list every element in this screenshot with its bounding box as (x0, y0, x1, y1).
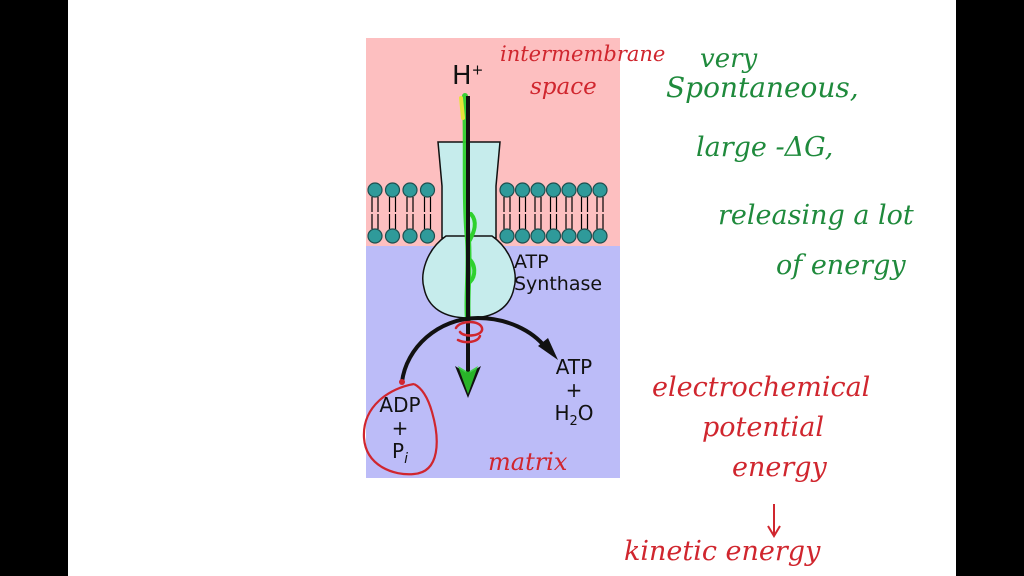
lipid-head (384, 182, 401, 198)
lipid-head (419, 182, 436, 198)
space-label: space (530, 74, 597, 100)
lipid-head (576, 182, 593, 198)
membrane-lipid-tails (371, 197, 604, 229)
lipid-head (545, 228, 562, 244)
note-kinetic-energy: kinetic energy (624, 536, 821, 567)
reaction-arrow-start-dot (399, 379, 405, 385)
products-label: ATP + H2O (554, 355, 594, 429)
highlight-yellow-tip (459, 96, 465, 120)
lipid-head (530, 182, 546, 198)
lipid-head (384, 228, 401, 244)
note-very: very (700, 44, 758, 74)
lipid-head (402, 182, 418, 198)
arrowhead-green-highlight (458, 366, 478, 394)
lipid-head (419, 228, 436, 244)
lipid-head (367, 228, 383, 244)
lipid-head (576, 228, 593, 244)
reactants-label: ADP + Pi (379, 393, 421, 468)
lipid-head (402, 228, 418, 244)
reaction-arrowhead (538, 338, 558, 360)
note-large-delta-g: large -ΔG, (696, 132, 834, 163)
energy-conversion-arrowhead (767, 525, 781, 538)
note-electrochemical: electrochemical (652, 372, 871, 403)
atp-synthase-diagram (362, 38, 781, 538)
lipid-head (561, 228, 577, 244)
proton-label: H+ (452, 61, 484, 91)
lipid-head (499, 228, 515, 244)
lipid-head (592, 228, 608, 244)
note-spontaneous: Spontaneous, (666, 71, 859, 104)
atp-synthase-label: ATP Synthase (514, 251, 603, 295)
note-releasing: releasing a lot (718, 200, 914, 231)
rotation-swirl (454, 320, 484, 344)
lipid-head (545, 182, 562, 198)
matrix-label: matrix (488, 448, 568, 476)
lipid-head (499, 182, 515, 198)
intermembrane-label: intermembrane (500, 42, 666, 66)
lipid-head (592, 182, 608, 198)
whiteboard-page: H+ ATP Synthase ADP + Pi ATP + H2O inter… (68, 0, 956, 576)
note-potential: potential (702, 412, 824, 443)
note-of-energy: of energy (776, 250, 906, 281)
note-energy: energy (732, 452, 827, 483)
lipid-head (514, 228, 531, 244)
adp-pi-circle (362, 382, 438, 476)
lipid-head (514, 182, 531, 198)
lipid-head (530, 228, 546, 244)
lipid-head (561, 182, 577, 198)
lipid-head (367, 182, 383, 198)
highlight-bulge-1 (468, 212, 477, 242)
reaction-arrow (400, 315, 548, 383)
membrane-lipid-heads (367, 182, 608, 244)
